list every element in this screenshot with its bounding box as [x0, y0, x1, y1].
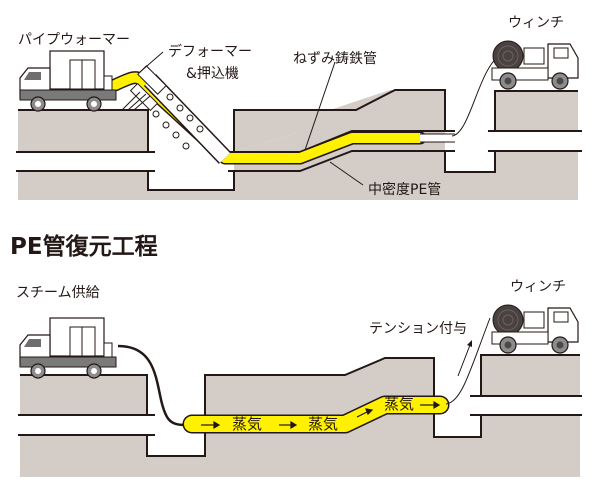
top-ground-left-lower — [18, 171, 300, 200]
deformer-rollers — [152, 93, 204, 150]
deformer-block-2 — [129, 82, 159, 112]
label-pipe-warmer: パイプウォーマー — [18, 32, 130, 48]
steam-supply-truck — [19, 317, 117, 379]
label-winch-top: ウィンチ — [508, 15, 564, 31]
label-cast-iron-pipe: ねずみ鋳鉄管 — [293, 51, 377, 67]
flow-arrow-4 — [420, 400, 441, 410]
bottom-ground — [18, 354, 582, 477]
bottom-pe-pipe-fill — [184, 397, 448, 432]
leader-pe-pipe — [329, 161, 364, 186]
truck-chassis — [19, 89, 117, 101]
top-pipe-right — [488, 130, 582, 152]
top-pit-right — [444, 151, 496, 173]
bottom-surface-right — [480, 354, 580, 396]
bottom-pipe-left — [18, 414, 155, 436]
label-steam-3: 蒸気 — [384, 395, 415, 413]
label-steam-1: 蒸気 — [232, 415, 263, 433]
winch-truck-bottom — [491, 304, 579, 354]
label-deformer: デフォーマー — [168, 44, 252, 60]
top-pipe-lower-middle — [228, 150, 455, 172]
top-ground — [16, 89, 582, 200]
bottom-pipe-right — [470, 395, 582, 416]
top-ground-middle — [234, 90, 445, 152]
label-winch-bottom: ウィンチ — [510, 279, 566, 295]
top-surface-middle — [233, 89, 446, 152]
bottom-ground-left-lower — [20, 435, 205, 477]
flow-arrow-2 — [279, 420, 298, 430]
label-pe-pipe: 中密度PE管 — [368, 182, 442, 198]
bottom-ground-right — [481, 355, 580, 396]
leader-cast-iron — [304, 61, 336, 151]
top-pit-left — [147, 171, 235, 191]
pipe-warmer-truck — [19, 50, 117, 112]
winch-box — [523, 47, 545, 65]
winch-truck-top — [491, 40, 579, 90]
bottom-ground-left — [20, 375, 147, 415]
leader-deformer — [139, 51, 164, 73]
bottom-surface-left — [20, 374, 148, 415]
label-pusher: &押込機 — [186, 66, 239, 82]
deformer-machine — [121, 65, 232, 164]
label-steam-supply: スチーム供給 — [16, 285, 100, 301]
bottom-ground-middle — [205, 358, 580, 477]
tension-arrow — [457, 344, 471, 377]
top-surface-right — [494, 90, 578, 131]
label-tension: テンション付与 — [369, 321, 467, 337]
truck-outlet — [103, 75, 113, 91]
top-ground-left — [18, 110, 148, 152]
top-winch-cable — [451, 54, 501, 137]
truck-window — [24, 72, 41, 80]
label-steam-2: 蒸気 — [308, 415, 339, 433]
bottom-winch-cable — [445, 317, 491, 405]
flow-arrow-3 — [356, 408, 374, 418]
bottom-pit-left — [146, 357, 482, 457]
tension-arrowhead — [467, 340, 472, 347]
deformer-legs — [121, 91, 151, 111]
section-title: PE管復元工程 — [10, 234, 158, 260]
steam-hose — [117, 344, 186, 427]
top-pe-pipe-fill — [110, 72, 425, 163]
top-ground-right — [495, 92, 578, 131]
flow-arrow-1 — [201, 420, 221, 430]
steam-flow-arrows — [201, 400, 441, 430]
